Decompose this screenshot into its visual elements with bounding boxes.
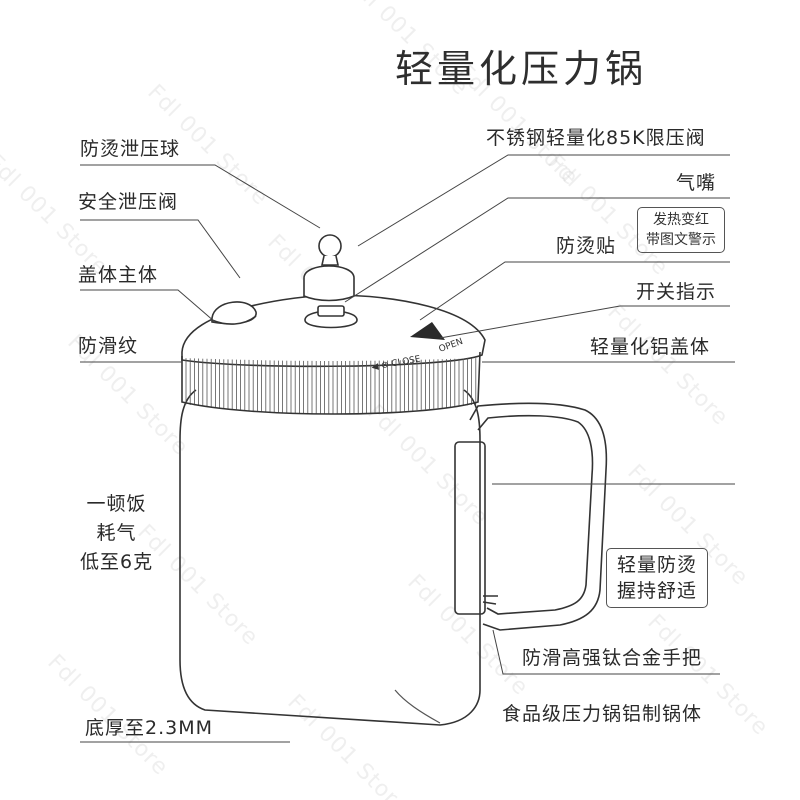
handle: [454, 402, 608, 631]
label-aluminum-lid: 轻量化铝盖体: [590, 336, 711, 358]
fuel-note-line: 耗气: [96, 522, 137, 544]
warning-triangle: [410, 322, 445, 340]
sticker-note-line: 发热变红: [653, 212, 709, 228]
label-handle: 防滑高强钛合金手把: [522, 647, 703, 669]
label-bottom: 底厚至2.3MM: [85, 717, 214, 739]
sticker-note-box: 发热变红 带图文警示: [637, 207, 725, 253]
pot-body-base-line: [394, 689, 441, 724]
label-safety-valve: 安全泄压阀: [78, 191, 179, 213]
lid: ◀ ⊗ CLOSE OPEN: [181, 294, 486, 415]
label-air-nozzle: 气嘴: [676, 172, 717, 194]
label-limit-valve: 不锈钢轻量化85K限压阀: [486, 127, 706, 149]
fuel-note-line: 一顿饭: [86, 493, 147, 515]
lid-anti-slip-ridges: [185, 358, 477, 414]
label-anti-slip: 防滑纹: [78, 335, 139, 357]
grip-note-line: 握持舒适: [617, 580, 698, 602]
fuel-note: 一顿饭 耗气 低至6克: [80, 490, 153, 577]
label-pot-body: 食品级压力锅铝制锅体: [502, 703, 703, 725]
label-lid-body: 盖体主体: [78, 264, 159, 286]
fuel-note-line: 低至6克: [80, 551, 154, 573]
page-title: 轻量化压力锅: [395, 47, 648, 91]
sticker-note-line: 带图文警示: [646, 232, 716, 248]
leader-lines: [80, 154, 735, 743]
grip-note-box: 轻量防烫 握持舒适: [606, 548, 709, 608]
limit-valve: [303, 234, 358, 329]
label-anti-scald-sticker: 防烫贴: [556, 235, 617, 257]
safety-valve: [211, 301, 257, 325]
pot-body: [179, 389, 481, 726]
label-anti-scald-ball: 防烫泄压球: [80, 138, 181, 160]
grip-note-line: 轻量防烫: [617, 554, 698, 576]
label-switch-indicator: 开关指示: [636, 281, 717, 303]
